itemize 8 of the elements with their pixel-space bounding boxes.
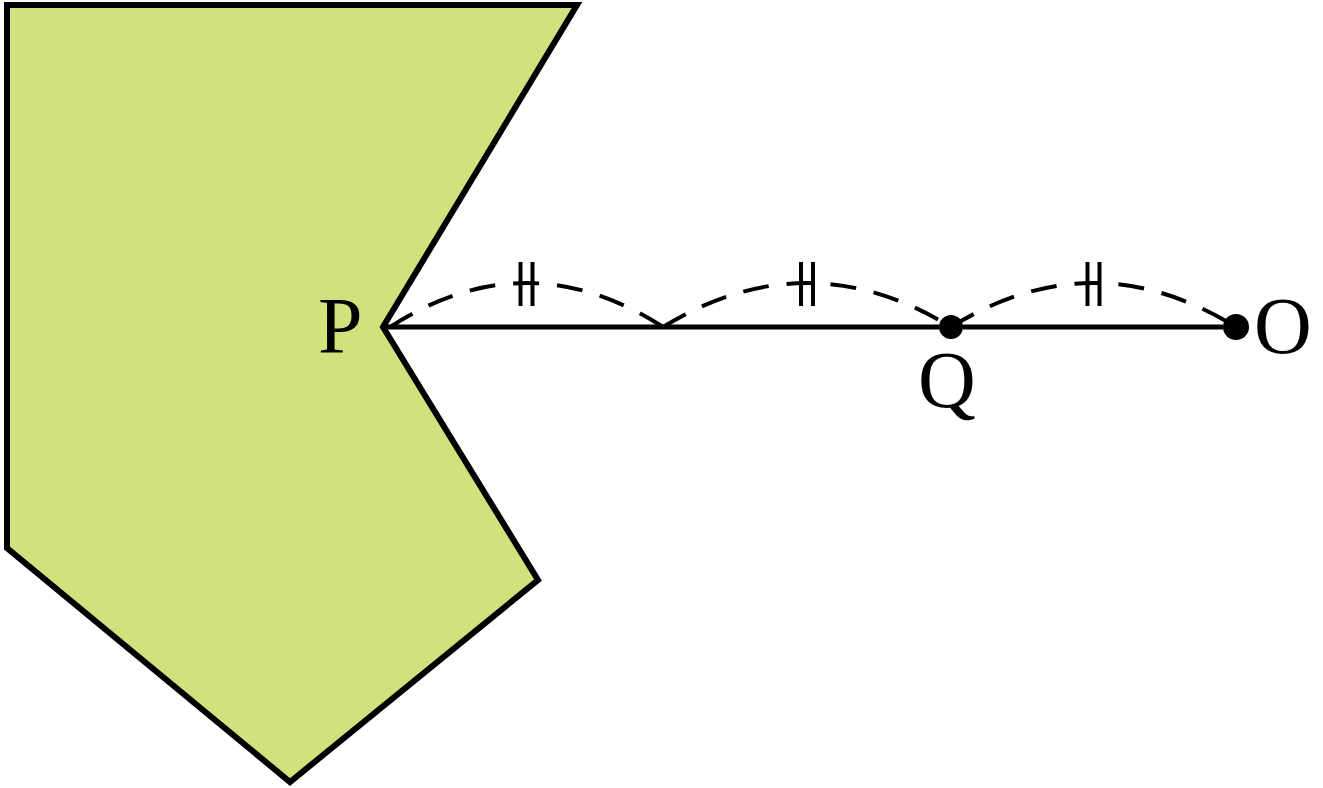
line-segment	[383, 324, 939, 330]
point-label: Q	[918, 340, 976, 420]
point-dot	[939, 315, 963, 339]
point-label: P	[318, 286, 363, 366]
line-segment	[963, 324, 1223, 330]
point-label: O	[1254, 286, 1312, 366]
polygon-shape	[4, 2, 581, 785]
point-dot	[1223, 314, 1249, 340]
